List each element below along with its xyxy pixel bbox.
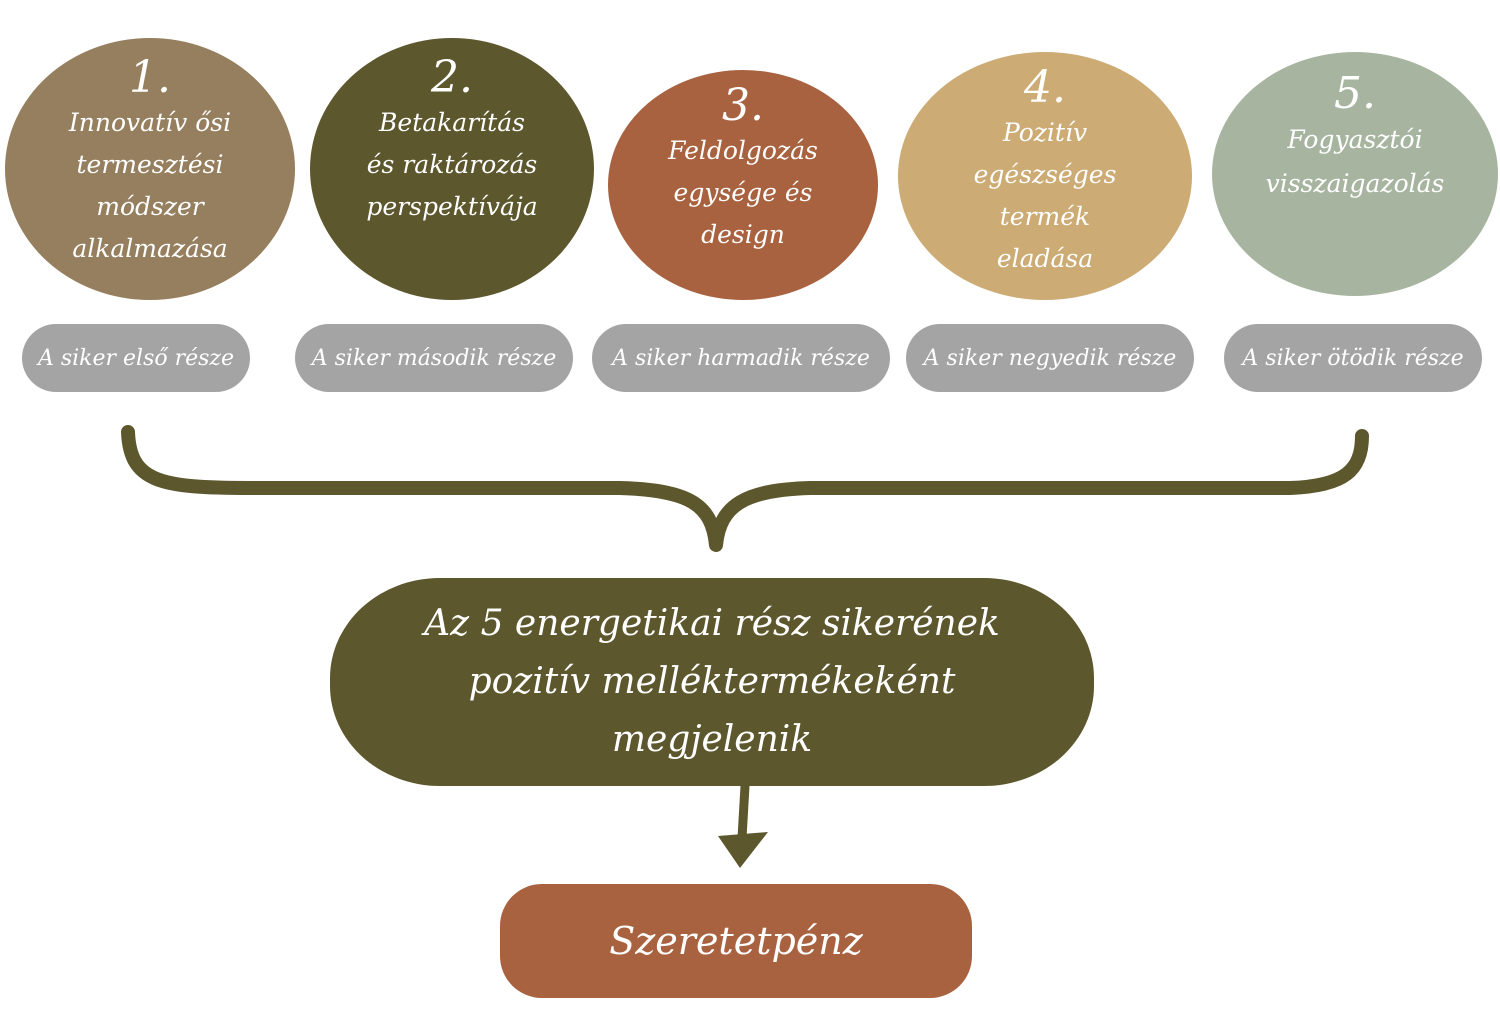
step-1-number: 1.	[129, 52, 171, 103]
step-2-label: Betakarítás és raktározás perspektívája	[366, 108, 538, 221]
step-2-number: 2.	[431, 52, 473, 103]
brace-connector	[121, 425, 1369, 552]
step-5-circle: 5. Fogyasztói visszaigazolás	[1212, 52, 1498, 296]
step-1-label: Innovatív ősi termesztési módszer alkalm…	[68, 108, 232, 263]
success-part-2-pill: A siker második része	[295, 324, 573, 392]
step-3-circle: 3. Feldolgozás egysége és design	[608, 70, 878, 300]
step-2-circle: 2. Betakarítás és raktározás perspektívá…	[310, 38, 594, 300]
arrow-head-icon	[718, 832, 768, 868]
success-part-4-pill: A siker negyedik része	[906, 324, 1194, 392]
success-part-5-pill: A siker ötödik része	[1224, 324, 1482, 392]
arrow-shaft	[737, 781, 750, 843]
result-box: Szeretetpénz	[500, 884, 972, 998]
step-1-circle: 1. Innovatív ősi termesztési módszer alk…	[5, 38, 295, 300]
summary-box: Az 5 energetikai rész sikerének pozitív …	[330, 578, 1094, 786]
step-3-number: 3.	[722, 80, 764, 131]
success-part-3-pill: A siker harmadik része	[592, 324, 890, 392]
step-4-circle: 4. Pozitív egészséges termék eladása	[898, 52, 1192, 300]
success-part-1-pill: A siker első része	[22, 324, 250, 392]
step-3-label: Feldolgozás egysége és design	[668, 136, 818, 249]
step-4-number: 4.	[1024, 62, 1066, 113]
step-5-number: 5.	[1334, 68, 1376, 119]
step-5-label: Fogyasztói visszaigazolás	[1265, 125, 1445, 198]
step-4-label: Pozitív egészséges termék eladása	[973, 118, 1117, 273]
